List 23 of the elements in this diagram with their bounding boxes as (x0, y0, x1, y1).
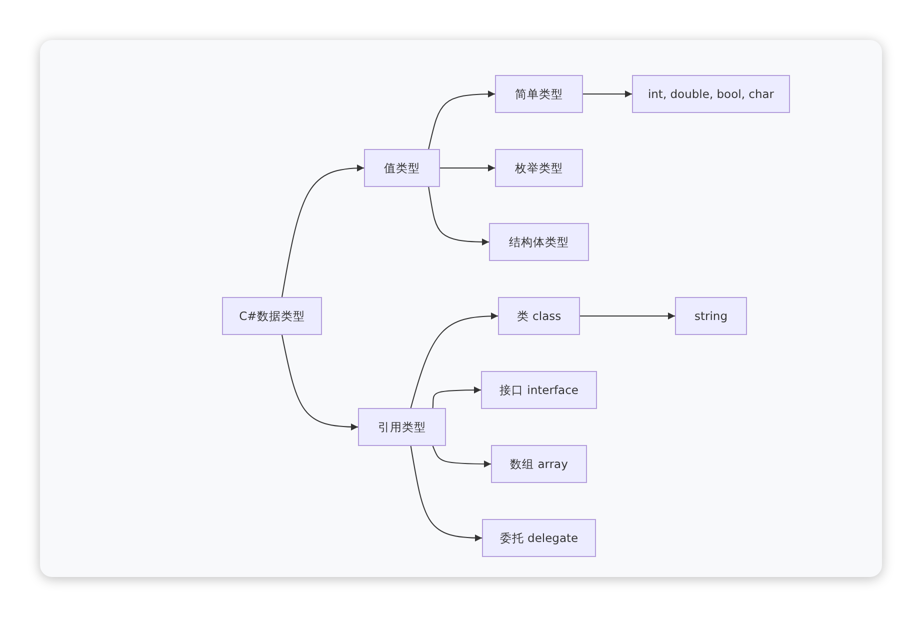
process-box: 数组 array (491, 445, 587, 483)
arrow (282, 164, 364, 298)
process-box: 引用类型 (358, 408, 446, 446)
process-box: 值类型 (364, 149, 440, 187)
arrow (410, 312, 498, 408)
arrow (428, 90, 496, 150)
process-box: 简单类型 (495, 75, 583, 113)
process-box: string (675, 297, 747, 335)
arrow (582, 90, 632, 98)
process-box: 类 class (498, 297, 580, 335)
process-box: 枚举类型 (495, 149, 583, 187)
arrow (432, 386, 482, 408)
process-box: C#数据类型 (222, 297, 322, 335)
process-box: 接口 interface (481, 371, 597, 409)
arrow (428, 186, 490, 246)
arrow (440, 164, 496, 172)
arrow (282, 334, 358, 430)
arrow (580, 312, 676, 320)
arrow (410, 446, 482, 542)
process-box: int, double, bool, char (632, 75, 790, 113)
process-box: 委托 delegate (482, 519, 596, 557)
arrow (432, 446, 492, 468)
process-box: 结构体类型 (489, 223, 589, 261)
